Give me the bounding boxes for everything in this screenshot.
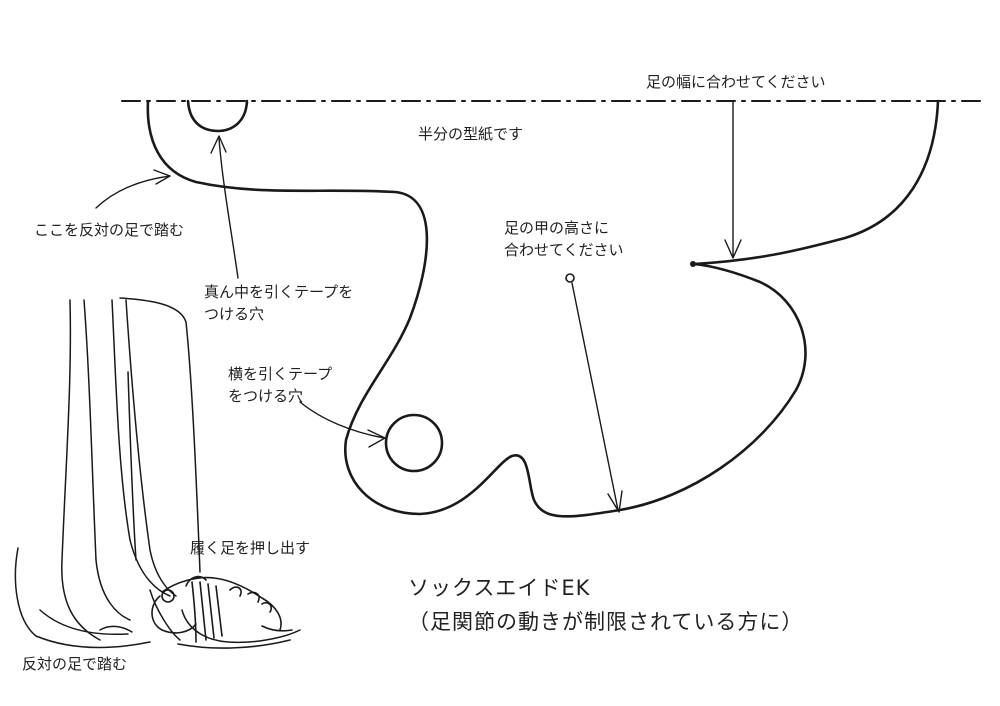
side-tape-line2: をつける穴 xyxy=(228,386,304,405)
center-tape-label: 真ん中を引くテープを つける穴 xyxy=(204,282,353,326)
center-tape-arrow-head xyxy=(210,135,227,154)
side-tape-line1: 横を引くテープ xyxy=(228,365,333,383)
instep-height-label: 足の甲の高さに 合わせてください xyxy=(504,218,624,262)
side-tape-label: 横を引くテープ をつける穴 xyxy=(228,364,332,408)
instep-height-line2: 合わせてください xyxy=(504,240,624,259)
side-tape-hole xyxy=(384,413,444,473)
center-tape-arrow-shaft xyxy=(218,137,239,279)
side-tape-arrow-shaft xyxy=(299,401,385,439)
center-tape-line1: 真ん中を引くテープを xyxy=(204,283,354,301)
leg-sketch xyxy=(14,297,301,649)
push-out-label: 履く足を押し出す xyxy=(190,539,311,557)
instep-height-line1: 足の甲の高さに xyxy=(504,219,610,237)
foot-width-arrow-head xyxy=(724,239,742,259)
half-pattern-label: 半分の型紙です xyxy=(418,125,524,143)
instep-dot xyxy=(565,273,575,283)
foot-width-label: 足の幅に合わせてください xyxy=(646,73,826,91)
step-opposite-label: 反対の足で踏む xyxy=(22,655,128,673)
diagram-title: ソックスエイドEK （足関節の動きが制限されている方に） xyxy=(408,572,803,639)
side-tape-arrow-head xyxy=(367,429,386,448)
step-here-arrow-shaft xyxy=(95,175,171,209)
center-tape-line2: つける穴 xyxy=(204,304,265,323)
title-line2: （足関節の動きが制限されている方に） xyxy=(408,609,804,634)
center-tape-hole xyxy=(186,99,249,133)
instep-arrow-head xyxy=(607,490,623,513)
notch-dot xyxy=(690,261,696,267)
title-line1: ソックスエイドEK xyxy=(408,576,591,600)
step-here-arrow-head xyxy=(153,169,171,185)
instep-arrow-shaft xyxy=(571,282,619,511)
step-here-label: ここを反対の足で踏む xyxy=(34,221,185,239)
foot-sketch xyxy=(151,575,293,649)
